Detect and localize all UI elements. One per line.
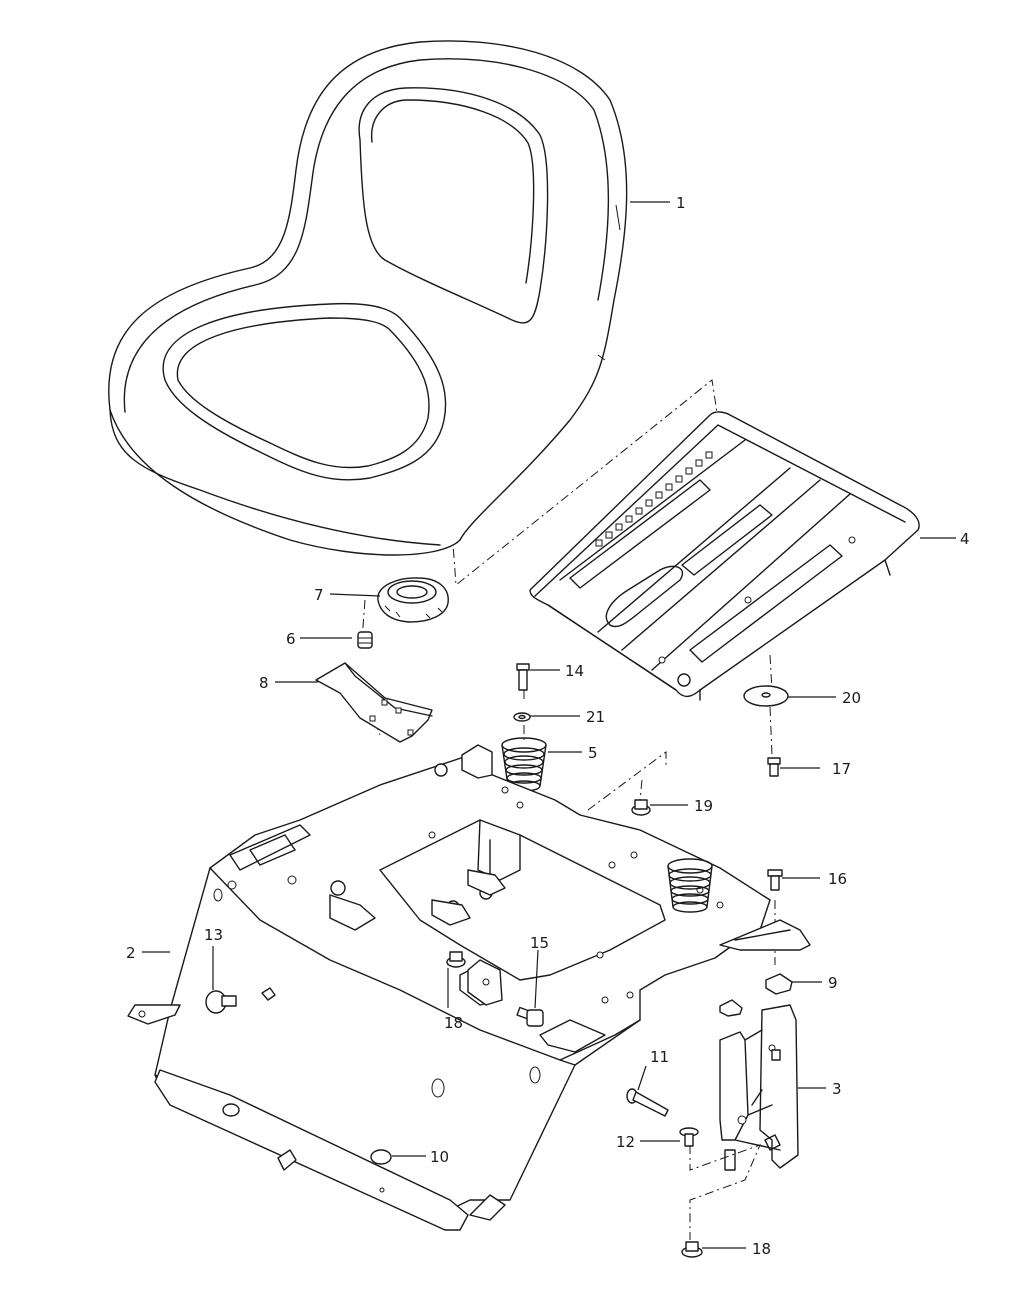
pivot-pin-11 xyxy=(626,1088,669,1117)
bolt-16 xyxy=(767,869,783,891)
seat xyxy=(108,40,628,556)
bolt-14 xyxy=(516,663,530,691)
callout-9: 9 xyxy=(828,974,838,992)
callout-7: 7 xyxy=(314,586,324,604)
spring-nut xyxy=(357,631,373,649)
callout-15: 15 xyxy=(530,934,549,952)
shoulder-bolt-17 xyxy=(767,757,781,777)
callout-13: 13 xyxy=(204,926,223,944)
seat-switch xyxy=(377,577,449,623)
callout-17: 17 xyxy=(832,760,851,778)
callout-18-lower: 18 xyxy=(752,1240,771,1258)
clip-nut-9 xyxy=(719,973,793,1017)
support-bracket xyxy=(719,1004,799,1171)
callout-19: 19 xyxy=(694,797,713,815)
callout-10: 10 xyxy=(430,1148,449,1166)
clevis-pin-12 xyxy=(679,1127,699,1147)
callout-1: 1 xyxy=(676,194,686,212)
adjust-slots xyxy=(595,451,713,547)
compression-spring-right xyxy=(667,858,713,913)
callout-14: 14 xyxy=(565,662,584,680)
callout-20: 20 xyxy=(842,689,861,707)
flange-nut-18-upper xyxy=(446,951,466,968)
callout-5: 5 xyxy=(588,744,598,762)
callout-4: 4 xyxy=(960,530,970,548)
callout-18-upper: 18 xyxy=(444,1014,463,1032)
callout-11: 11 xyxy=(650,1048,669,1066)
seat-pan-frame xyxy=(127,744,811,1231)
flange-nut-18-lower xyxy=(681,1241,703,1258)
bumper-10 xyxy=(222,1103,392,1165)
callout-16: 16 xyxy=(828,870,847,888)
bolt-15 xyxy=(516,1006,544,1027)
seat-adjust-plate xyxy=(529,411,920,701)
large-washer-20 xyxy=(743,685,789,707)
washer-21 xyxy=(513,712,531,722)
callout-21: 21 xyxy=(586,708,605,726)
knob-bumper-13 xyxy=(205,990,237,1014)
callout-6: 6 xyxy=(286,630,296,648)
callout-leaders xyxy=(142,201,956,1249)
callout-2: 2 xyxy=(126,944,136,962)
flange-nut-19 xyxy=(631,799,651,816)
callout-labels: 1 2 3 4 5 6 7 8 9 10 11 12 13 14 15 16 1… xyxy=(126,194,970,1258)
callout-8: 8 xyxy=(259,674,269,692)
switch-bracket xyxy=(315,662,433,743)
callout-12: 12 xyxy=(616,1133,635,1151)
callout-3: 3 xyxy=(832,1080,842,1098)
